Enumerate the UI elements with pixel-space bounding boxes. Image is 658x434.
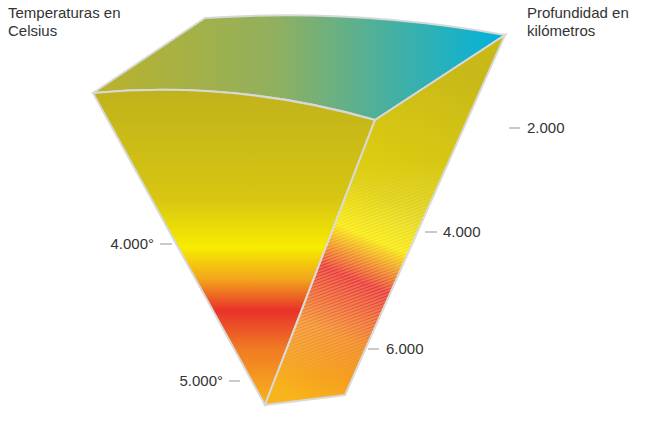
depth-value: 2.000 [527, 119, 565, 137]
depth-value: 4.000 [443, 223, 481, 241]
depth-value: 6.000 [386, 340, 424, 358]
side-hatching [260, 150, 520, 390]
axis-title: Profundidad en kilómetros [527, 4, 652, 40]
scale-ticks [160, 128, 520, 381]
axis-title: Temperaturas en Celsius [8, 4, 128, 40]
temperature-value: 5.000° [179, 372, 223, 390]
temperature-value: 4.000° [110, 235, 154, 253]
